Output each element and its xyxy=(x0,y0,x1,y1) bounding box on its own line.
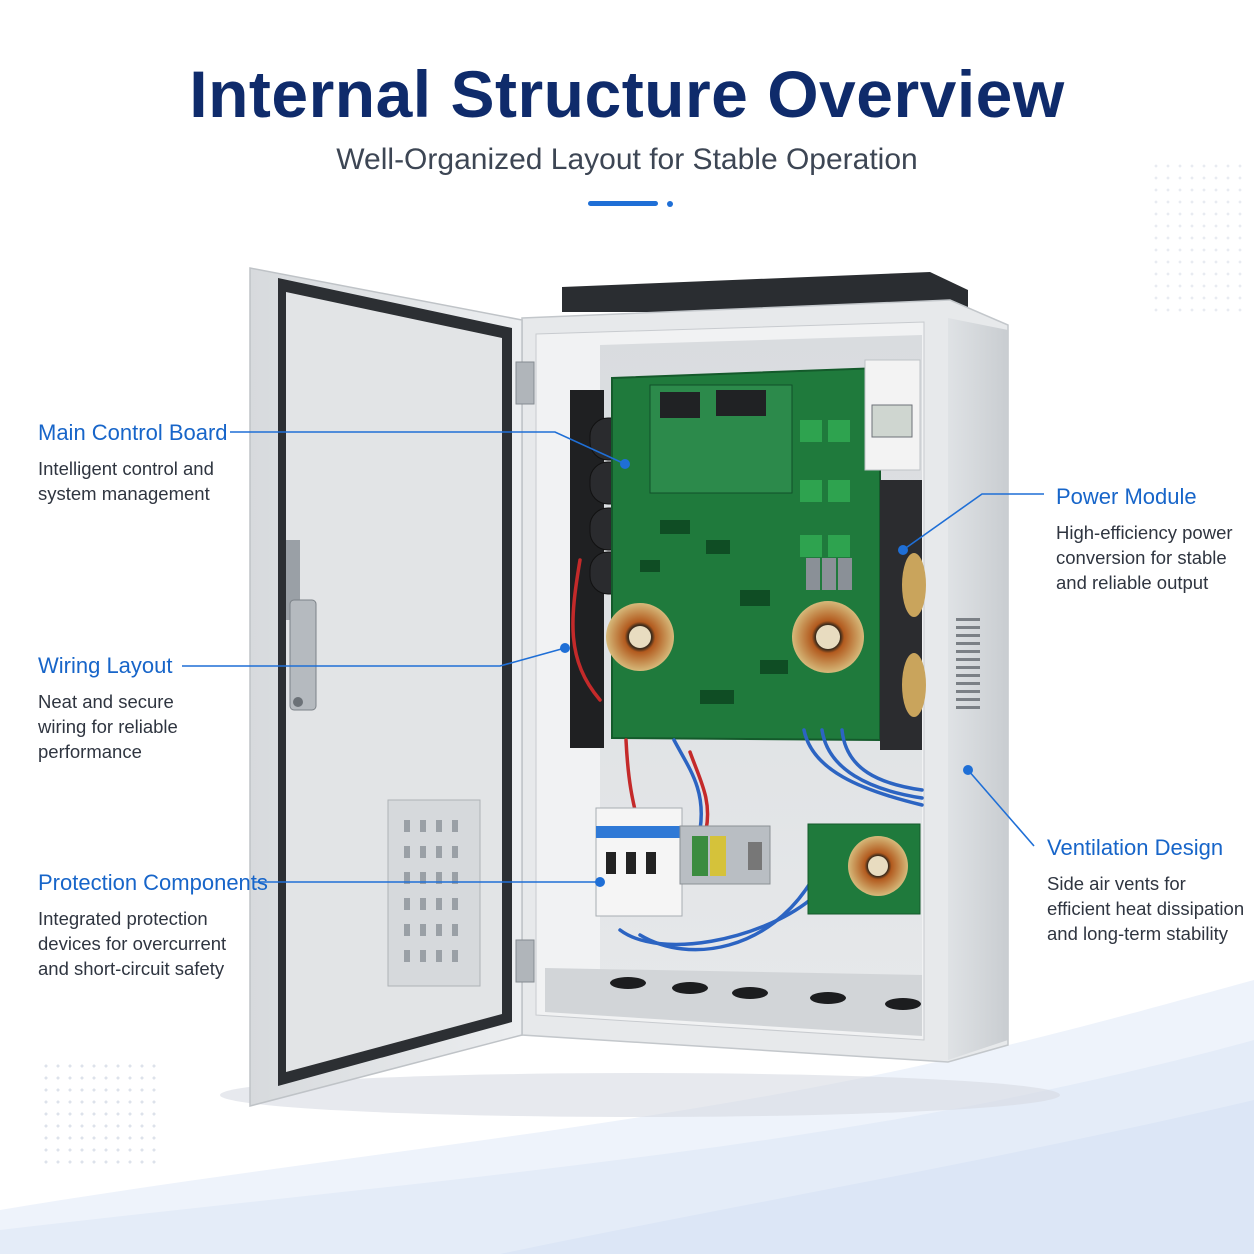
callout-description: Neat and secure wiring for reliable perf… xyxy=(38,689,178,764)
callout-description: High-efficiency power conversion for sta… xyxy=(1056,520,1233,595)
callout-title: Power Module xyxy=(1056,484,1197,509)
callout-description: Side air vents for efficient heat dissip… xyxy=(1047,871,1244,946)
decorative-dot-grid-right xyxy=(1150,160,1245,320)
callout-line: efficient heat dissipation xyxy=(1047,898,1245,919)
callout-title: Protection Components xyxy=(38,870,268,895)
callout-line: wiring for reliable xyxy=(38,716,178,737)
callout-line: Side air vents for xyxy=(1047,873,1186,894)
page-subtitle: Well-Organized Layout for Stable Operati… xyxy=(336,143,918,176)
callout-ventilation-design: Ventilation Design Side air vents for ef… xyxy=(1047,835,1244,946)
callout-line: Integrated protection xyxy=(38,908,208,929)
callout-line: performance xyxy=(38,741,142,762)
callout-line: system management xyxy=(38,483,210,504)
callout-line: Intelligent control and xyxy=(38,458,214,479)
callout-wiring-layout: Wiring Layout Neat and secure wiring for… xyxy=(38,653,178,764)
callout-line: High-efficiency power xyxy=(1056,522,1233,543)
callout-main-control-board: Main Control Board Intelligent control a… xyxy=(38,420,228,506)
callout-line: and reliable output xyxy=(1056,572,1209,593)
callout-power-module: Power Module High-efficiency power conve… xyxy=(1056,484,1233,595)
callout-line: and long-term stability xyxy=(1047,923,1228,944)
callout-title: Ventilation Design xyxy=(1047,835,1224,860)
callout-line: Neat and secure xyxy=(38,691,174,712)
callout-title: Main Control Board xyxy=(38,420,228,445)
callout-protection-components: Protection Components Integrated protect… xyxy=(38,870,268,981)
callout-line: conversion for stable xyxy=(1056,547,1227,568)
callout-title: Wiring Layout xyxy=(38,653,173,678)
title-underline-dot xyxy=(667,201,673,207)
callout-description: Intelligent control and system managemen… xyxy=(38,456,228,506)
title-underline xyxy=(588,201,658,206)
decorative-dot-grid-left xyxy=(40,1060,160,1170)
callout-line: devices for overcurrent xyxy=(38,933,227,954)
callout-line: and short-circuit safety xyxy=(38,958,225,979)
page-title: Internal Structure Overview xyxy=(189,57,1065,131)
decorative-wave-background xyxy=(0,980,1254,1254)
callout-description: Integrated protection devices for overcu… xyxy=(38,906,268,981)
